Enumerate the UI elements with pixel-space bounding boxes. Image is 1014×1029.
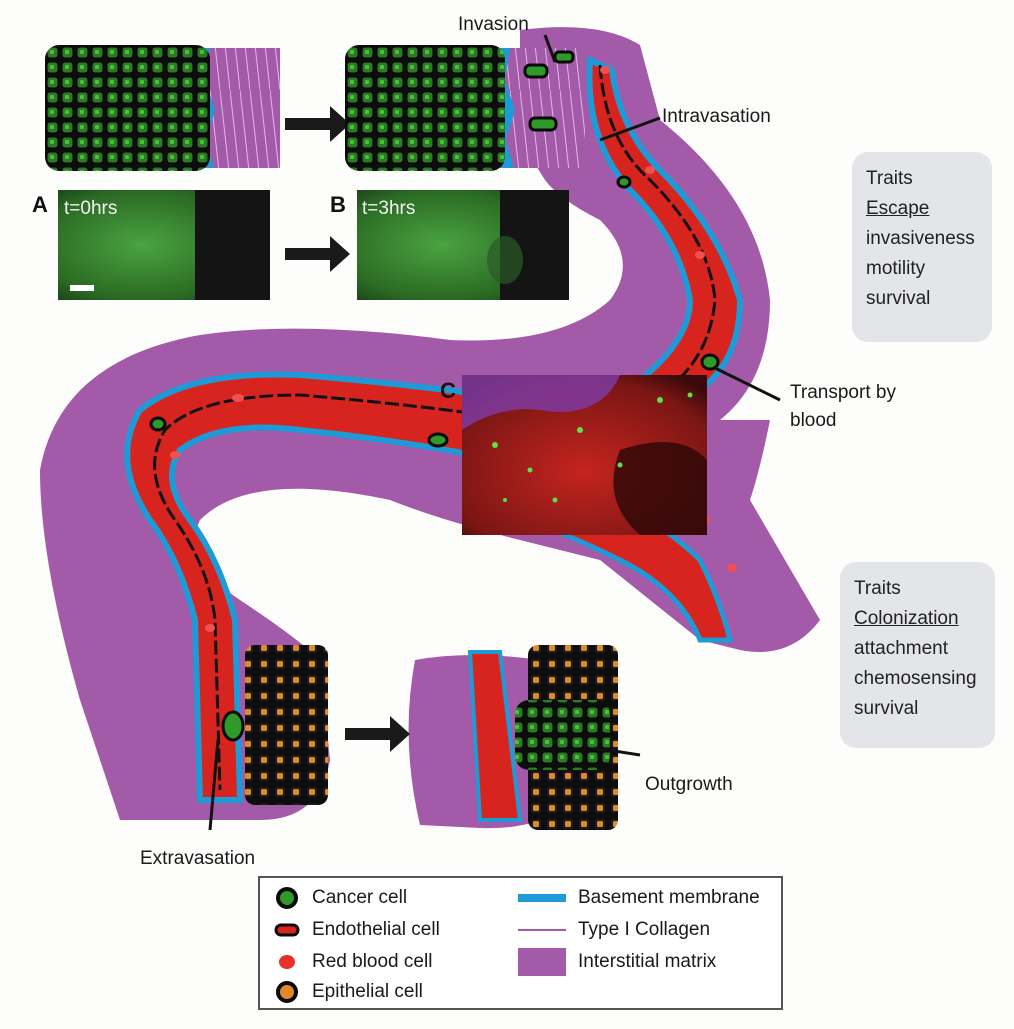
legend-label: Basement membrane <box>578 887 760 908</box>
panel-b-letter: B <box>330 192 346 217</box>
legend-label: Endothelial cell <box>312 919 440 940</box>
circulating-cancer-cells <box>149 175 720 448</box>
legend-label: Red blood cell <box>312 951 433 972</box>
cancer-cell-icon <box>276 887 298 909</box>
legend-item-interstitial-matrix: Interstitial matrix <box>518 948 716 976</box>
transport-label-line1: Transport by <box>790 382 896 403</box>
legend-item-epithelial-cell: Epithelial cell <box>274 980 423 1004</box>
leader-lines <box>208 34 781 831</box>
traits-colonization-title: Traits <box>854 578 901 599</box>
red-blood-cell-icon <box>279 955 295 969</box>
arrow-right-icon <box>345 716 410 752</box>
interstitial-matrix-swatch <box>518 948 566 976</box>
traits-escape-item: invasiveness <box>866 228 975 249</box>
arrow-right-icon <box>285 106 350 142</box>
transport-label-line2: blood <box>790 410 837 431</box>
traits-escape-heading: Escape <box>866 198 930 219</box>
extravasation-label: Extravasation <box>140 848 255 869</box>
scale-bar <box>70 285 94 291</box>
basement-membrane-swatch <box>518 894 566 902</box>
traits-escape-item: motility <box>866 258 926 279</box>
panel-a-time: t=0hrs <box>64 198 117 219</box>
legend-item-basement-membrane: Basement membrane <box>518 886 760 910</box>
secondary-site-epithelium <box>221 645 328 805</box>
legend: Cancer cell Endothelial cell Red blood c… <box>258 876 783 1010</box>
traits-colonization-item: chemosensing <box>854 668 977 689</box>
legend-label: Type I Collagen <box>578 919 711 940</box>
intravasation-label: Intravasation <box>662 106 771 127</box>
panel-b-time: t=3hrs <box>362 198 415 219</box>
legend-label: Cancer cell <box>312 887 408 908</box>
outgrowth-label: Outgrowth <box>645 774 733 795</box>
panel-a-letter: A <box>32 192 48 217</box>
legend-item-red-blood-cell: Red blood cell <box>274 950 432 974</box>
legend-item-cancer-cell: Cancer cell <box>274 886 407 910</box>
legend-item-type-i-collagen: Type I Collagen <box>518 918 710 942</box>
traits-escape-box: Traits Escape invasiveness motility surv… <box>852 152 992 342</box>
red-blood-cells <box>170 66 737 632</box>
legend-item-endothelial-cell: Endothelial cell <box>274 918 440 942</box>
legend-label: Epithelial cell <box>312 981 423 1002</box>
collagen-line-swatch <box>518 929 566 931</box>
legend-label: Interstitial matrix <box>578 951 717 972</box>
outgrowth-tumor <box>515 645 618 830</box>
endothelial-cell-icon <box>274 923 300 937</box>
traits-escape-item: survival <box>866 288 931 309</box>
traits-colonization-box: Traits Colonization attachment chemosens… <box>840 562 995 748</box>
traits-colonization-item: survival <box>854 698 919 719</box>
panel-c-image <box>462 375 707 535</box>
traits-colonization-item: attachment <box>854 638 948 659</box>
traits-escape-title: Traits <box>866 168 913 189</box>
primary-tumor-invading <box>345 45 585 171</box>
panel-c-letter: C <box>440 378 456 403</box>
invasion-label: Invasion <box>458 14 529 35</box>
primary-tumor-before <box>45 45 280 171</box>
traits-colonization-heading: Colonization <box>854 608 959 629</box>
arrow-right-icon <box>285 236 350 272</box>
epithelial-cell-icon <box>276 981 298 1003</box>
